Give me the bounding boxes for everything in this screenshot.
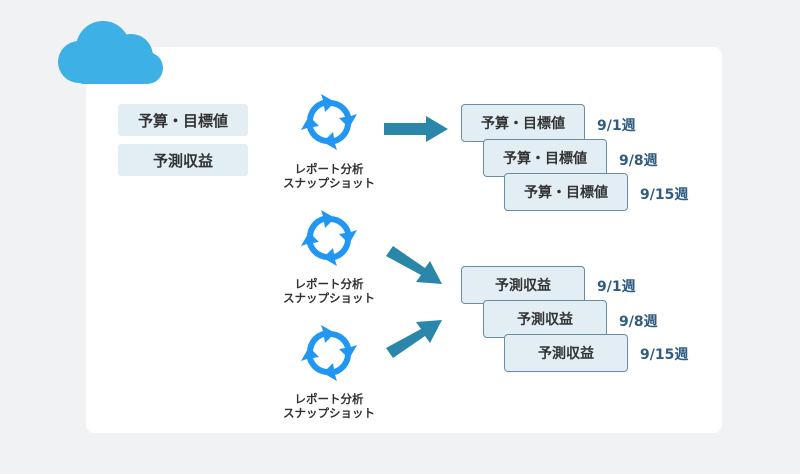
snapshot-caption: レポート分析 スナップショット (254, 277, 404, 305)
right-arrow-icon (386, 320, 442, 358)
budget-target-tag: 予算・目標値 (118, 104, 248, 136)
week-label: 9/1週 (597, 279, 636, 295)
snapshot-caption-line1: レポート分析 (294, 162, 364, 176)
refresh-cycle-icon (301, 94, 357, 150)
week-label: 9/8週 (619, 153, 658, 169)
forecast-snapshot-card: 予測収益 (461, 266, 585, 304)
right-arrow-icon (386, 246, 442, 284)
budget-snapshot-card: 予算・目標値 (504, 173, 628, 211)
snapshot-caption: レポート分析 スナップショット (254, 162, 404, 190)
week-label: 9/15週 (640, 347, 689, 363)
forecast-revenue-tag: 予測収益 (118, 144, 248, 176)
budget-snapshot-card: 予算・目標値 (483, 139, 607, 177)
snapshot-caption-line2: スナップショット (283, 176, 375, 190)
snapshot-caption-line2: スナップショット (283, 406, 375, 420)
week-label: 9/15週 (640, 187, 689, 203)
budget-snapshot-card: 予算・目標値 (461, 104, 585, 142)
forecast-snapshot-card: 予測収益 (504, 334, 628, 372)
forecast-snapshot-card: 予測収益 (483, 300, 607, 338)
snapshot-caption-line1: レポート分析 (294, 392, 364, 406)
week-label: 9/1週 (597, 118, 636, 134)
snapshot-caption-line1: レポート分析 (294, 277, 364, 291)
refresh-cycle-icon (301, 325, 357, 381)
refresh-cycle-icon (301, 210, 357, 266)
week-label: 9/8週 (619, 314, 658, 330)
snapshot-caption-line2: スナップショット (283, 291, 375, 305)
snapshot-caption: レポート分析 スナップショット (254, 392, 404, 420)
right-arrow-icon (384, 116, 448, 142)
cloud-icon (58, 21, 163, 84)
